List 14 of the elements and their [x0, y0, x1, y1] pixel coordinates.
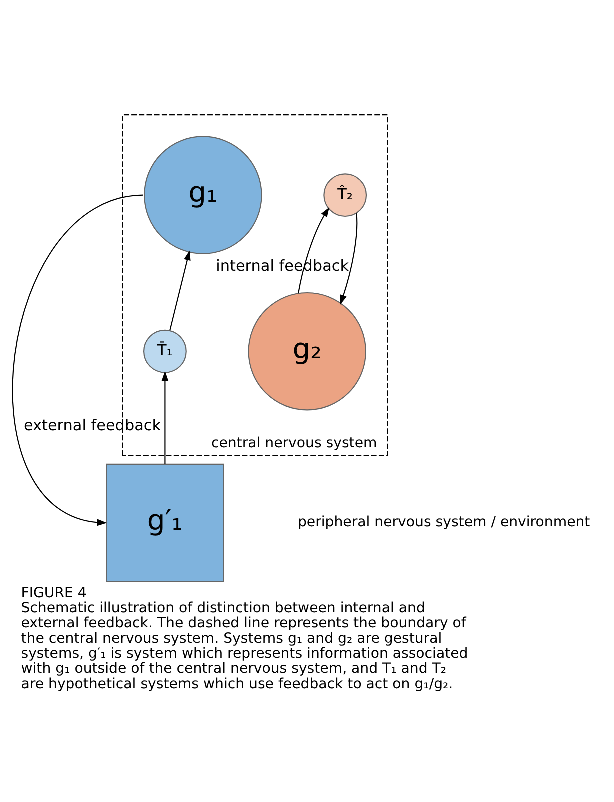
label: peripheral nervous system / environment	[298, 514, 590, 530]
node-circle: g₁	[144, 136, 262, 254]
arrow	[162, 370, 169, 464]
arrow	[12, 194, 144, 526]
node-box: g′₁	[106, 463, 224, 582]
arrow	[340, 213, 358, 304]
node-circle: T̄₁	[144, 329, 187, 373]
node-circle: g₂	[248, 292, 366, 410]
caption: Schematic illustration of distinction between internal and external feedback. The dashed line represents the boundary of the central nervous system. Systems g₁ and g₂ are gestural systems, g′₁ is system which represents information associated with g₁ outside of the central nervous system, and T₁ and T₂ are hypothetical systems which use feedback to act on g₁/g₂.	[21, 600, 468, 692]
edge-label: external feedback	[24, 416, 162, 434]
diagram-title: FIGURE 4	[21, 584, 87, 601]
arrow	[170, 250, 191, 330]
arrow	[298, 206, 330, 294]
node-circle: T̂₂	[324, 173, 368, 217]
